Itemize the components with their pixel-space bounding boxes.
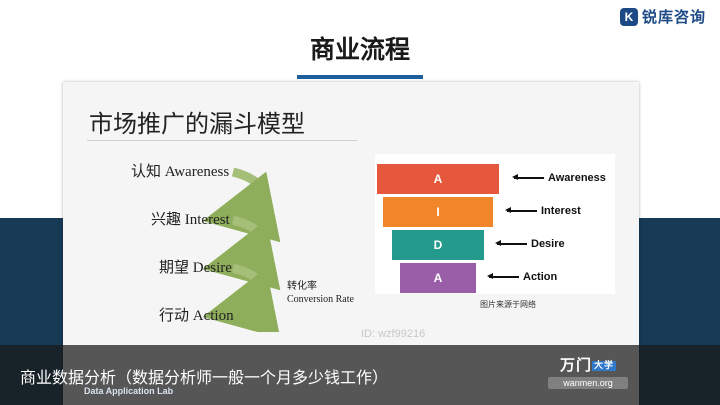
funnel-image: A I D A Awareness Interest Desire Action… [375,154,615,309]
arrow-left-icon [487,274,519,279]
arrow-left-icon [512,175,544,180]
funnel-arrow-desire: Desire [495,238,565,250]
funnel-arrow-action: Action [487,271,558,283]
stage-interest: 兴趣 Interest [151,212,230,228]
funnel-layer-awareness: A [377,164,499,194]
brand-logo-icon: K [619,7,638,26]
video-caption: 商业数据分析（数据分析师一般一个月多少钱工作） [20,368,389,387]
funnel-layer-interest: I [383,197,493,227]
funnel-letter: A [433,271,443,285]
funnel-arrow-interest: Interest [505,205,581,217]
stage-desire: 期望 Desire [159,260,232,276]
brand-logo-text: 锐库咨询 [641,8,706,26]
arrow-left-icon [495,241,527,246]
arrow-left-icon [505,208,537,213]
funnel-layer-desire: D [392,230,484,260]
stage-awareness: 认知 Awareness [131,164,230,180]
wanmen-logo: 万门大学 wanmen.org [548,356,628,389]
conversion-rate-en: Conversion Rate [287,294,354,305]
id-watermark: ID: wzf99216 [361,328,426,340]
funnel-arrow-label: Action [523,271,558,283]
image-source-note: 图片来源于网络 [480,300,536,309]
slide-title: 市场推广的漏斗模型 [89,110,305,138]
flow-arrow-2 [202,215,281,291]
page-title: 商业流程 [309,35,410,64]
funnel-letter: D [433,238,443,252]
flow-arrow-1 [202,167,281,243]
wanmen-cn: 万门 [559,356,592,374]
funnel-arrow-label: Desire [531,238,565,250]
funnel-letter: I [436,205,440,219]
funnel-arrow-label: Awareness [548,172,606,184]
flow-arrow-3 [202,263,281,332]
wanmen-url: wanmen.org [548,376,628,389]
flow-arrows [202,167,281,332]
brand-logo: K 锐库咨询 [619,6,706,27]
slide-title-divider [87,140,357,141]
wanmen-tag: 大学 [592,360,617,371]
funnel-arrow-awareness: Awareness [512,172,606,184]
funnel-layer-action: A [400,263,476,293]
funnel-arrow-label: Interest [541,205,581,217]
title-underline [297,75,423,79]
conversion-rate-label: 转化率 Conversion Rate [287,280,354,306]
data-application-lab-logo: Data Application Lab [84,386,174,396]
caption-bar [0,345,720,405]
stage-action: 行动 Action [159,308,234,324]
conversion-rate-cn: 转化率 [287,281,317,292]
wanmen-name: 万门大学 [548,356,628,375]
funnel-letter: A [433,172,443,186]
